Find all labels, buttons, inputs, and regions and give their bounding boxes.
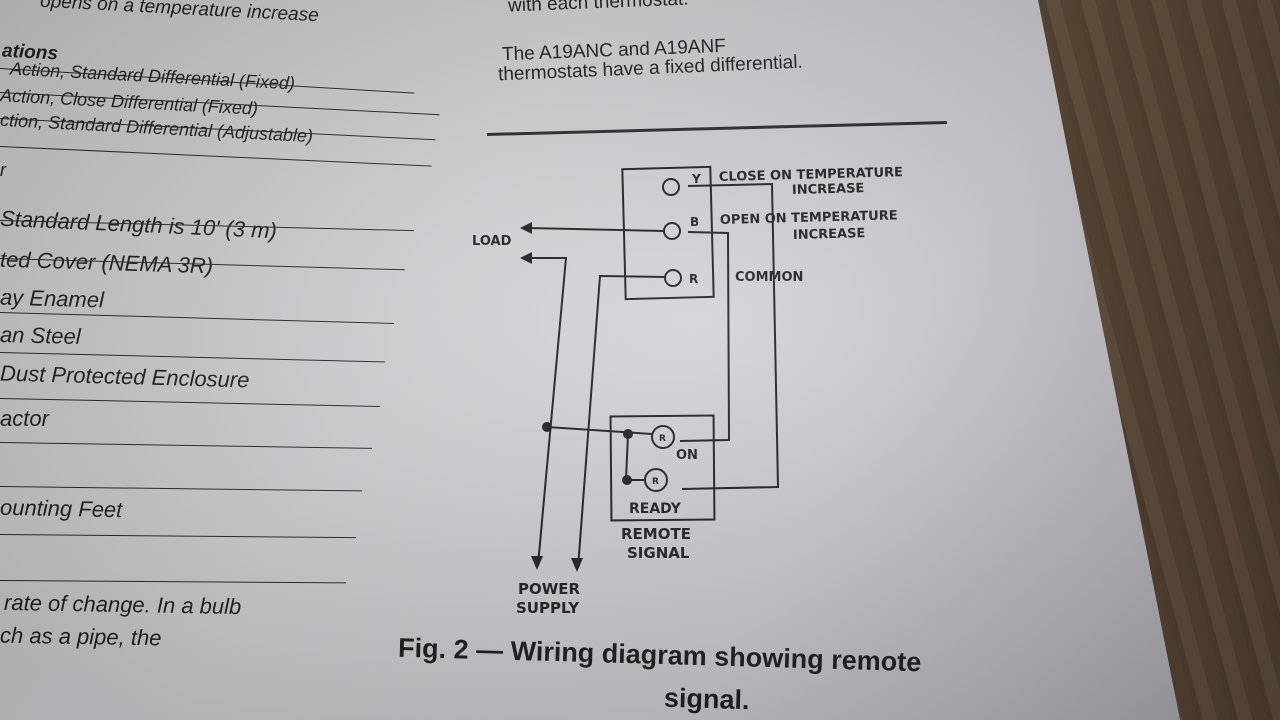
load-label: LOAD bbox=[472, 234, 512, 249]
arrow-power-left bbox=[531, 556, 543, 570]
lamp-ready-mark: R bbox=[652, 477, 659, 487]
spec-line-6: actor bbox=[0, 406, 49, 431]
close-label-2: INCREASE bbox=[792, 181, 865, 198]
open-label-2: INCREASE bbox=[793, 226, 866, 243]
ready-label: READY bbox=[629, 501, 682, 517]
wire-y bbox=[681, 182, 780, 490]
terminal-r bbox=[664, 269, 682, 287]
remote-label-1: REMOTE bbox=[621, 525, 691, 543]
junction-left bbox=[542, 422, 552, 432]
wire-remote-vertical bbox=[624, 433, 644, 481]
lamp-ready bbox=[644, 468, 668, 492]
figure-caption-line-2: signal. bbox=[663, 682, 750, 716]
common-label: COMMON bbox=[735, 270, 803, 285]
close-label-1: CLOSE ON TEMPERATURE bbox=[719, 165, 903, 185]
terminal-r-label: R bbox=[689, 272, 698, 286]
junction-remote-bottom bbox=[622, 475, 632, 485]
arrow-load-in bbox=[520, 252, 532, 264]
wire-remote-internal bbox=[546, 426, 653, 435]
remote-label-2: SIGNAL bbox=[627, 544, 690, 562]
lamp-on-mark: R bbox=[659, 434, 666, 444]
power-label-1: POWER bbox=[518, 580, 581, 598]
power-label-2: SUPPLY bbox=[516, 599, 580, 617]
remote-signal-box bbox=[609, 414, 716, 522]
wire-load-return bbox=[528, 257, 568, 566]
arrow-power-right bbox=[571, 558, 583, 572]
lamp-on bbox=[651, 425, 675, 449]
wire-r bbox=[577, 274, 666, 569]
section-marker: r bbox=[0, 160, 6, 180]
junction-remote-top bbox=[623, 429, 633, 439]
terminal-b bbox=[663, 222, 681, 240]
terminal-y-label: Y bbox=[691, 172, 701, 186]
wire-b bbox=[527, 227, 665, 232]
terminal-b-label: B bbox=[690, 215, 699, 229]
wire-b-on bbox=[679, 231, 731, 442]
open-label-1: OPEN ON TEMPERATURE bbox=[720, 208, 898, 228]
arrow-load-out bbox=[520, 222, 532, 234]
on-label: ON bbox=[676, 448, 698, 463]
terminal-y bbox=[662, 178, 680, 196]
